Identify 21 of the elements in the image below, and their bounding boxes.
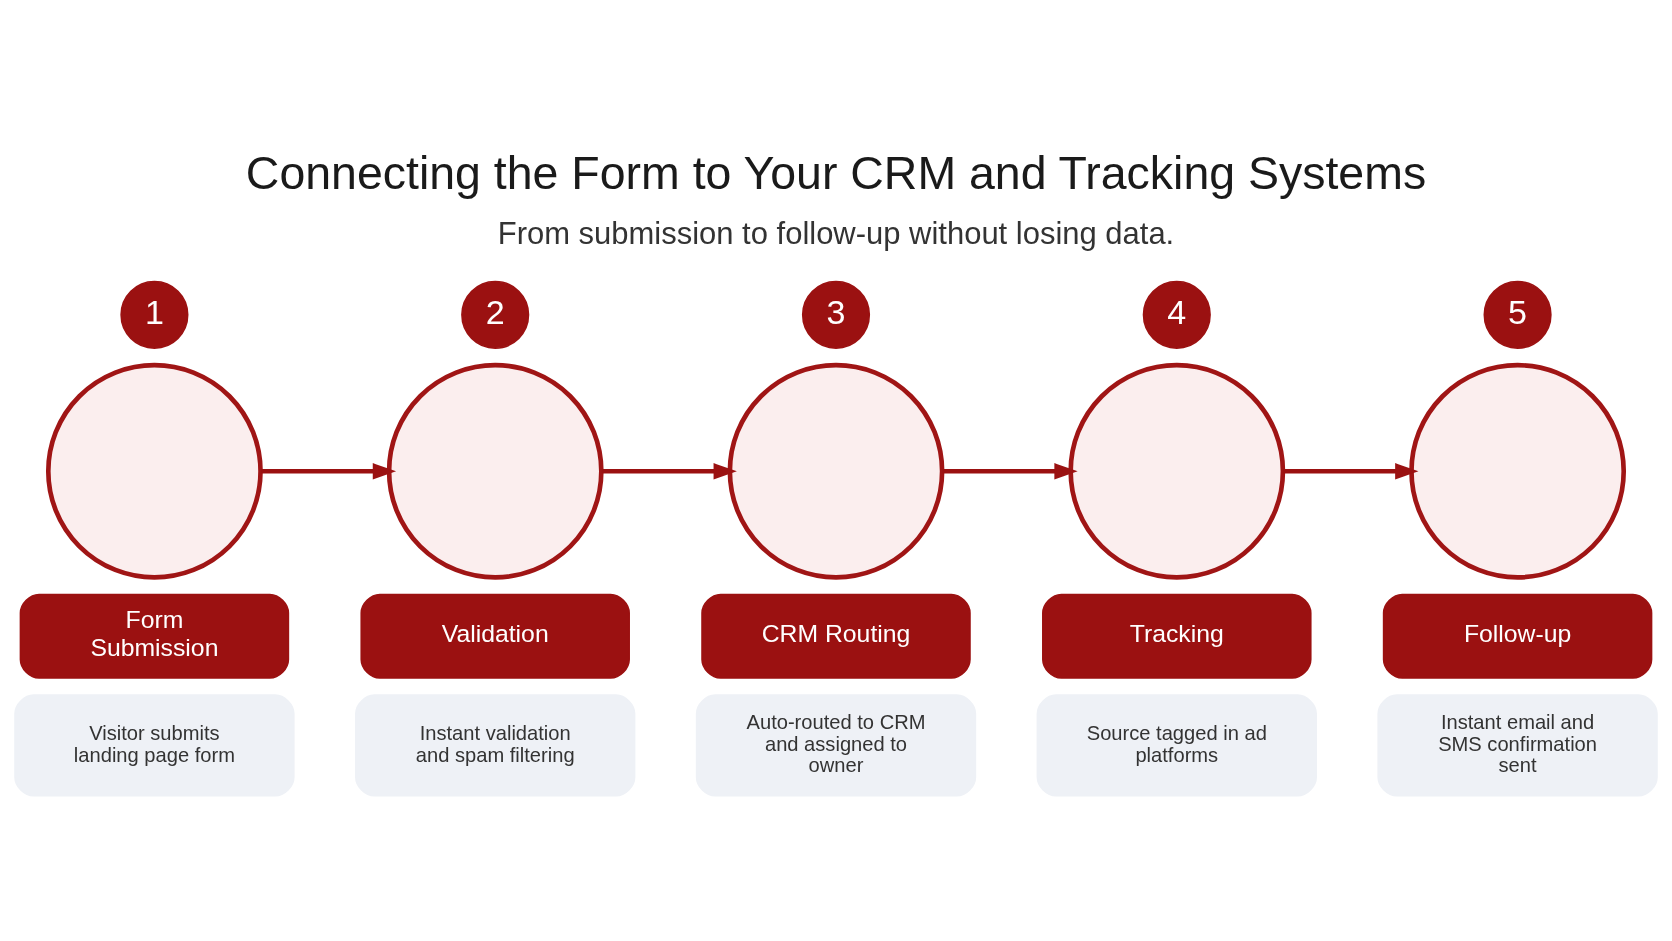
node-circle: 5: [1483, 280, 1552, 349]
node-circle: [1409, 362, 1627, 580]
node-circle: [386, 362, 604, 580]
label: From submission to follow-up without losing data.: [497, 216, 1175, 252]
node-circle: 4: [1142, 280, 1211, 349]
node-circle: [45, 362, 263, 580]
node-circle: [727, 362, 945, 580]
node-box: Tracking: [1042, 593, 1312, 679]
node-box: Follow-up: [1382, 593, 1653, 679]
arrow: [942, 463, 1078, 480]
arrow: [1283, 463, 1419, 480]
node-circle: [1068, 362, 1286, 580]
arrow: [601, 463, 737, 480]
node-circle: 1: [120, 280, 189, 349]
node-circle: 3: [801, 280, 871, 349]
node-box: Validation: [360, 593, 630, 679]
node-box: CRM Routing: [701, 593, 971, 679]
arrow: [260, 463, 397, 480]
node-box: Form Submission: [19, 593, 290, 679]
diagram-title: Connecting the Form to Your CRM and Tracking Systems: [245, 146, 1427, 199]
node-circle: 2: [461, 280, 530, 349]
